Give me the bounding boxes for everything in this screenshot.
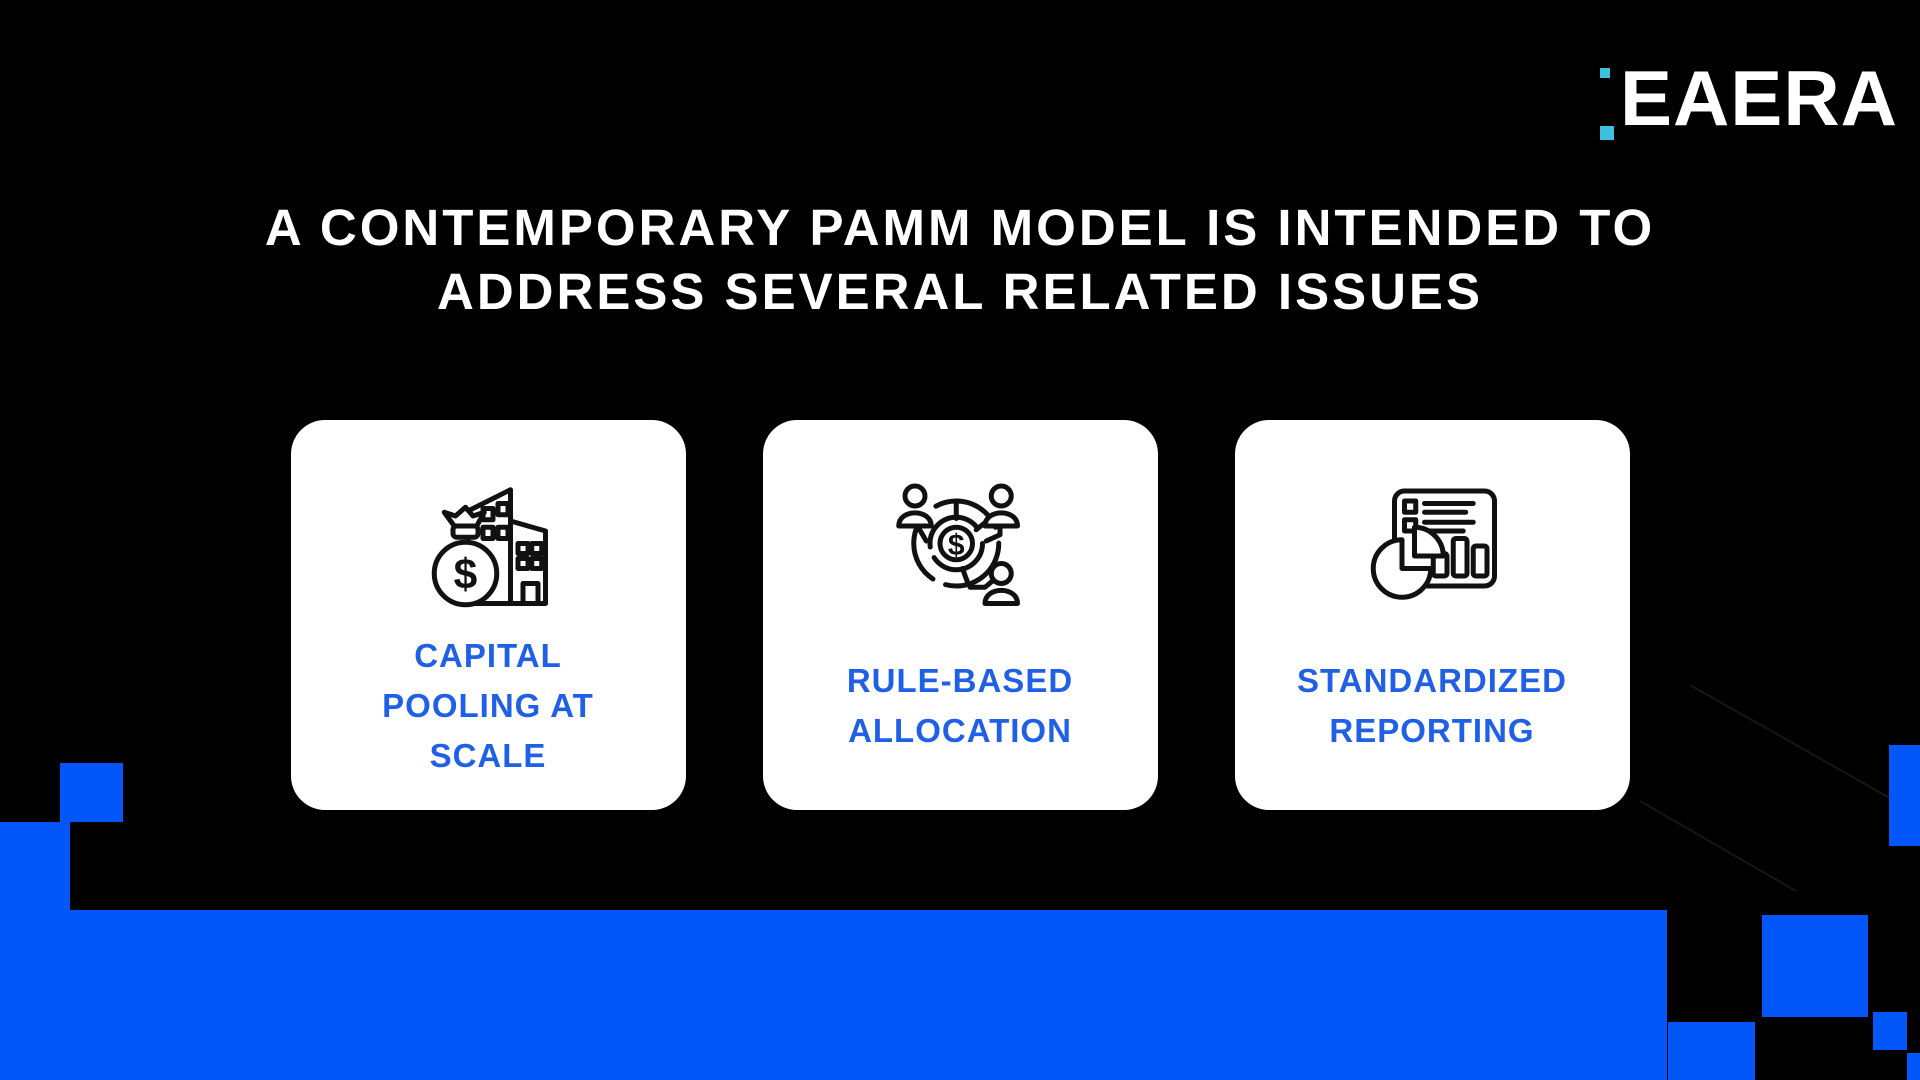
card-row: $ CAPITAL POOLING AT SCALE	[0, 420, 1920, 810]
pixel-square	[60, 763, 123, 822]
card-capital-pooling: $ CAPITAL POOLING AT SCALE	[290, 420, 686, 810]
page-title-line-2: ADDRESS SEVERAL RELATED ISSUES	[437, 263, 1483, 320]
faint-diagonal-line	[1639, 800, 1797, 892]
page-title: A CONTEMPORARY PAMM MODEL IS INTENDED TO…	[0, 196, 1920, 324]
card-label: RULE-BASED ALLOCATION	[846, 662, 1074, 749]
pixel-square	[1762, 915, 1868, 1017]
pie-people-allocation-icon: $	[885, 466, 1035, 616]
blue-band	[0, 910, 1667, 1080]
pixel-rect	[1889, 745, 1920, 846]
svg-text:$: $	[454, 552, 478, 599]
logo-accent-square-top	[1599, 68, 1610, 78]
pixel-square	[1873, 1012, 1907, 1050]
logo-accent-square-bottom	[1599, 126, 1614, 140]
logo-text: EAERA	[1619, 54, 1898, 142]
pixel-square	[1668, 1022, 1755, 1080]
page-title-line-1: A CONTEMPORARY PAMM MODEL IS INTENDED TO	[264, 199, 1656, 256]
money-bag-buildings-icon: $	[413, 466, 563, 616]
card-standardized-reporting: STANDARDIZED REPORTING	[1234, 420, 1630, 810]
dashboard-report-icon	[1357, 466, 1507, 616]
pixel-square	[1907, 1053, 1920, 1080]
pixel-strip	[0, 822, 70, 914]
card-label: STANDARDIZED REPORTING	[1297, 662, 1567, 749]
card-rule-based-allocation: $ RULE-BASED ALLOCATION	[762, 420, 1158, 810]
logo: EAERA	[1599, 54, 1898, 142]
card-label: CAPITAL POOLING AT SCALE	[382, 637, 594, 774]
svg-text:$: $	[948, 529, 965, 562]
